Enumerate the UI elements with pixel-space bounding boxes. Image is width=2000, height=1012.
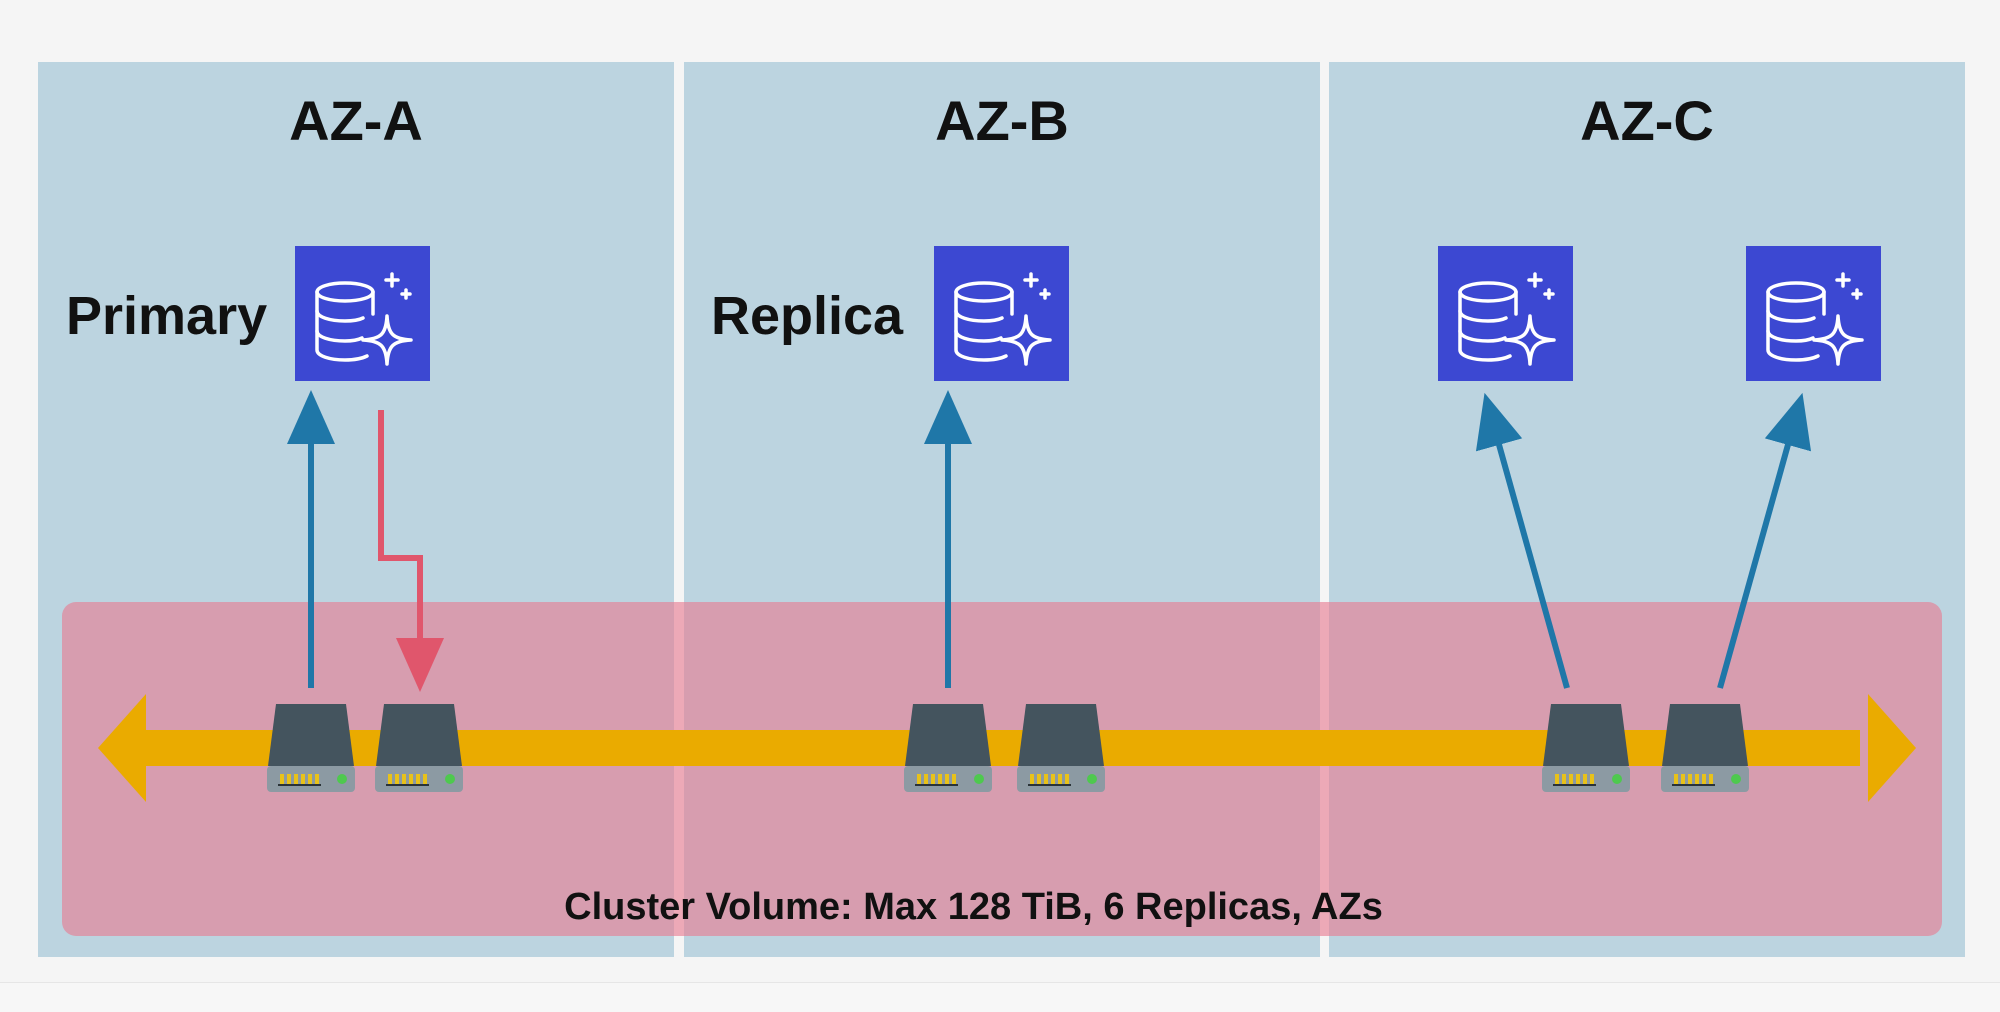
storage-bus-arrow (98, 694, 1916, 802)
read-arrow-az-c-2 (1717, 392, 1812, 689)
storage-drive-icon (1016, 702, 1106, 794)
az-c-database-icon-2 (1746, 246, 1881, 381)
primary-database-icon (295, 246, 430, 381)
az-c-title: AZ-C (1580, 89, 1714, 152)
storage-drive-icon (1660, 702, 1750, 794)
bottom-strip (0, 982, 2000, 1012)
read-arrow-az-c-1 (1475, 392, 1570, 689)
replica-label: Replica (711, 286, 904, 346)
cluster-volume-caption: Cluster Volume: Max 128 TiB, 6 Replicas,… (564, 886, 1383, 928)
storage-drive-icon (903, 702, 993, 794)
replica-database-icon (934, 246, 1069, 381)
az-b-title: AZ-B (935, 89, 1069, 152)
storage-drive-icon (374, 702, 464, 794)
storage-drive-icon (266, 702, 356, 794)
az-c-database-icon-1 (1438, 246, 1573, 381)
write-arrow-primary (378, 410, 444, 692)
storage-drive-icon (1541, 702, 1631, 794)
primary-label: Primary (66, 286, 268, 346)
az-a-title: AZ-A (289, 89, 423, 152)
